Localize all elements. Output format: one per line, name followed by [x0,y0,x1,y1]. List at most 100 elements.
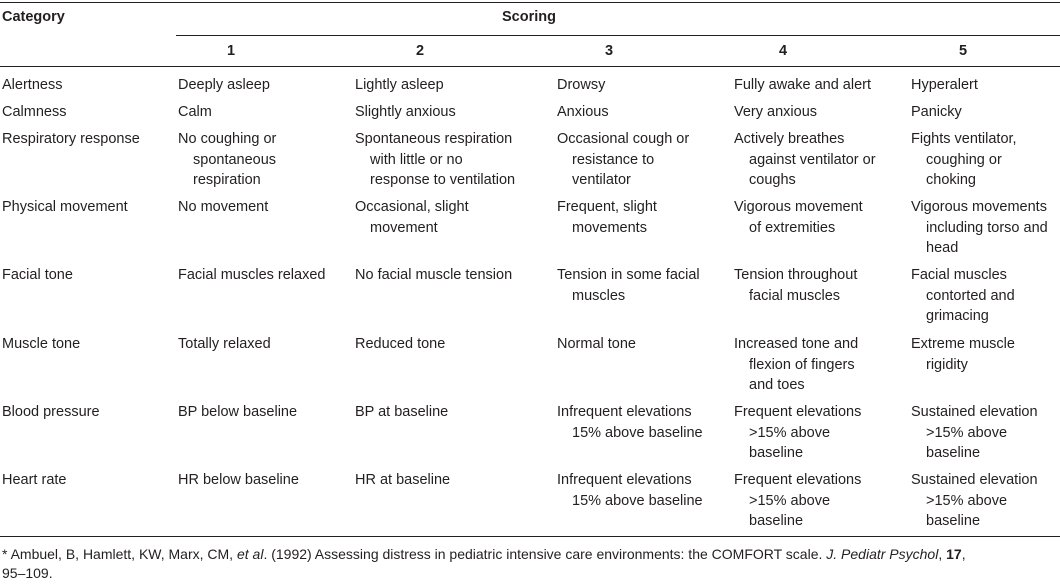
cell-line: facial muscles [749,287,841,304]
cell-line: Calm [178,104,212,120]
cell-line: Slightly anxious [355,104,456,120]
score-1-cell: Totally relaxed [178,334,271,355]
cell-line: respiration [193,172,261,188]
score-3-cell: Anxious [557,102,609,123]
score-1-cell: BP below baseline [178,402,297,423]
cell-line: against ventilator or [749,151,876,168]
score-1-cell: No movement [178,197,268,218]
score-1-cell: Deeply asleep [178,75,270,96]
cell-line: Anxious [557,104,609,120]
footnote-line-1: * Ambuel, B, Hamlett, KW, Marx, CM, et a… [2,545,1052,564]
cell-line: spontaneous [193,151,277,168]
cell-line: Drowsy [557,77,606,93]
cell-line: Vigorous movements [911,199,1047,215]
score-1-cell: Calm [178,102,212,123]
cell-line: >15% above [926,424,1008,441]
scoring-underline-rule [176,35,1060,36]
cell-line: >15% above [749,492,831,509]
cell-line: choking [926,172,976,188]
footnote-volume: 17 [946,546,962,562]
score-2-cell: HR at baseline [355,470,450,491]
cell-line: No facial muscle tension [355,267,513,283]
cell-line: movement [370,219,438,236]
cell-line: >15% above [749,424,831,441]
cell-line: Reduced tone [355,336,446,352]
score-level-1-header: 1 [226,43,236,59]
score-5-cell: Panicky [911,102,962,123]
score-2-cell: No facial muscle tension [355,265,512,286]
score-level-4-header: 4 [778,43,788,59]
score-2-cell: Lightly asleep [355,75,444,96]
row-category: Alertness [2,77,63,93]
score-2-cell: BP at baseline [355,402,448,423]
score-4-cell: Very anxious [734,102,817,123]
cell-line: contorted and [926,287,1015,304]
cell-line: Sustained elevation [911,404,1038,420]
row-category: Calmness [2,104,67,120]
score-1-cell: HR below baseline [178,470,299,491]
cell-line: Panicky [911,104,962,120]
score-2-cell: Occasional, slight movement [355,197,469,238]
row-category: Respiratory response [2,131,140,147]
cell-line: BP below baseline [178,404,298,420]
footnote-journal: J. Pediatr Psychol [826,546,939,562]
cell-line: Lightly asleep [355,77,444,93]
cell-line: Sustained elevation [911,472,1038,488]
cell-line: with little or no [370,151,463,168]
cell-line: flexion of fingers [749,356,855,373]
row-category: Blood pressure [2,404,100,420]
footnote-authors: Ambuel, B, Hamlett, KW, Marx, CM, [10,546,237,562]
cell-line: rigidity [926,356,968,373]
cell-line: Occasional, slight [355,199,469,215]
score-4-cell: Fully awake and alert [734,75,871,96]
cell-line: No movement [178,199,269,215]
cell-line: 15% above baseline [572,424,703,441]
cell-line: HR at baseline [355,472,451,488]
cell-line: Frequent elevations [734,404,862,420]
cell-line: Deeply asleep [178,77,270,93]
score-2-cell: Reduced tone [355,334,445,355]
score-5-cell: Sustained elevation >15% above baseline [911,470,1038,532]
citation-footnote: * Ambuel, B, Hamlett, KW, Marx, CM, et a… [2,545,1052,583]
cell-line: Hyperalert [911,77,978,93]
cell-line: muscles [572,287,626,304]
cell-line: >15% above [926,492,1008,509]
cell-line: Normal tone [557,336,636,352]
cell-line: baseline [926,513,981,529]
score-level-3-header: 3 [604,43,614,59]
table-bottom-rule [0,536,1060,538]
cell-line: response to ventilation [370,172,516,188]
cell-line: Occasional cough or [557,131,690,147]
cell-line: Facial muscles [911,267,1007,283]
cell-line: Actively breathes [734,131,845,147]
footnote-pages: 95–109. [2,565,53,581]
cell-line: Increased tone and [734,336,859,352]
footnote-star: * [2,546,8,562]
score-5-cell: Hyperalert [911,75,978,96]
cell-line: BP at baseline [355,404,449,420]
cell-line: baseline [749,513,804,529]
cell-line: Vigorous movement [734,199,863,215]
footnote-et-al: et al [236,546,264,562]
score-2-cell: Slightly anxious [355,102,456,123]
cell-line: Totally relaxed [178,336,271,352]
footnote-separator: , [938,546,947,562]
category-header: Category [2,9,65,25]
cell-line: Fully awake and alert [734,77,872,93]
cell-line: Facial muscles relaxed [178,267,326,283]
cell-line: head [926,240,959,256]
